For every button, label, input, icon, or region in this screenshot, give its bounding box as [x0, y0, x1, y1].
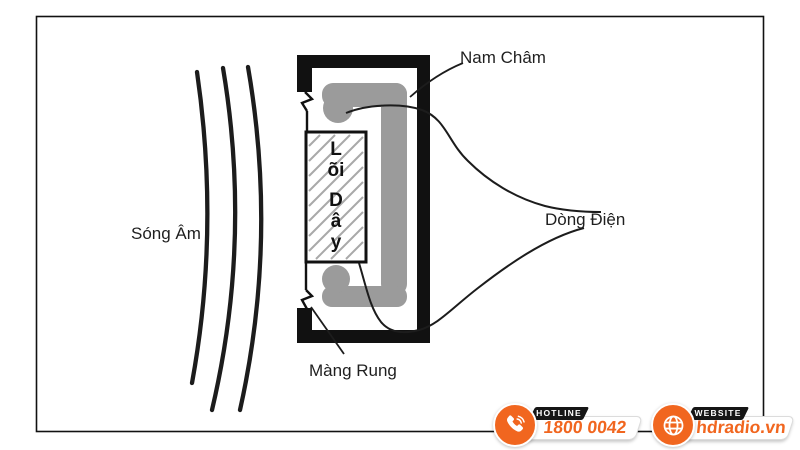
coil-label-line2: Dây: [329, 190, 343, 253]
phone-icon: [493, 403, 537, 447]
magnet-label: Nam Châm: [460, 48, 546, 67]
website-badge[interactable]: WEBSITE hdradio.vn: [651, 401, 800, 449]
outer-border: [35, 15, 765, 433]
hotline-number: 1800 0042: [542, 417, 628, 437]
sound-wave-label: Sóng Âm: [131, 224, 201, 243]
coil-core-label: Lõi Dây: [306, 134, 366, 262]
globe-icon: [651, 403, 695, 447]
current-wires: [345, 104, 602, 334]
coil-core-box: [304, 130, 368, 264]
diaphragm-pointer-line: [310, 306, 345, 355]
magnet: [322, 83, 407, 307]
hotline-badge[interactable]: HOTLINE 1800 0042: [493, 401, 653, 449]
website-url: hdradio.vn: [695, 417, 787, 437]
magnet-pointer-line: [409, 62, 464, 98]
diaphragm-label: Màng Rung: [309, 361, 397, 380]
current-label: Dòng Điện: [545, 210, 626, 229]
diaphragm-membrane: [300, 91, 315, 310]
coil-label-line1: Lõi: [327, 139, 345, 181]
sound-wave-arcs: [189, 64, 264, 413]
